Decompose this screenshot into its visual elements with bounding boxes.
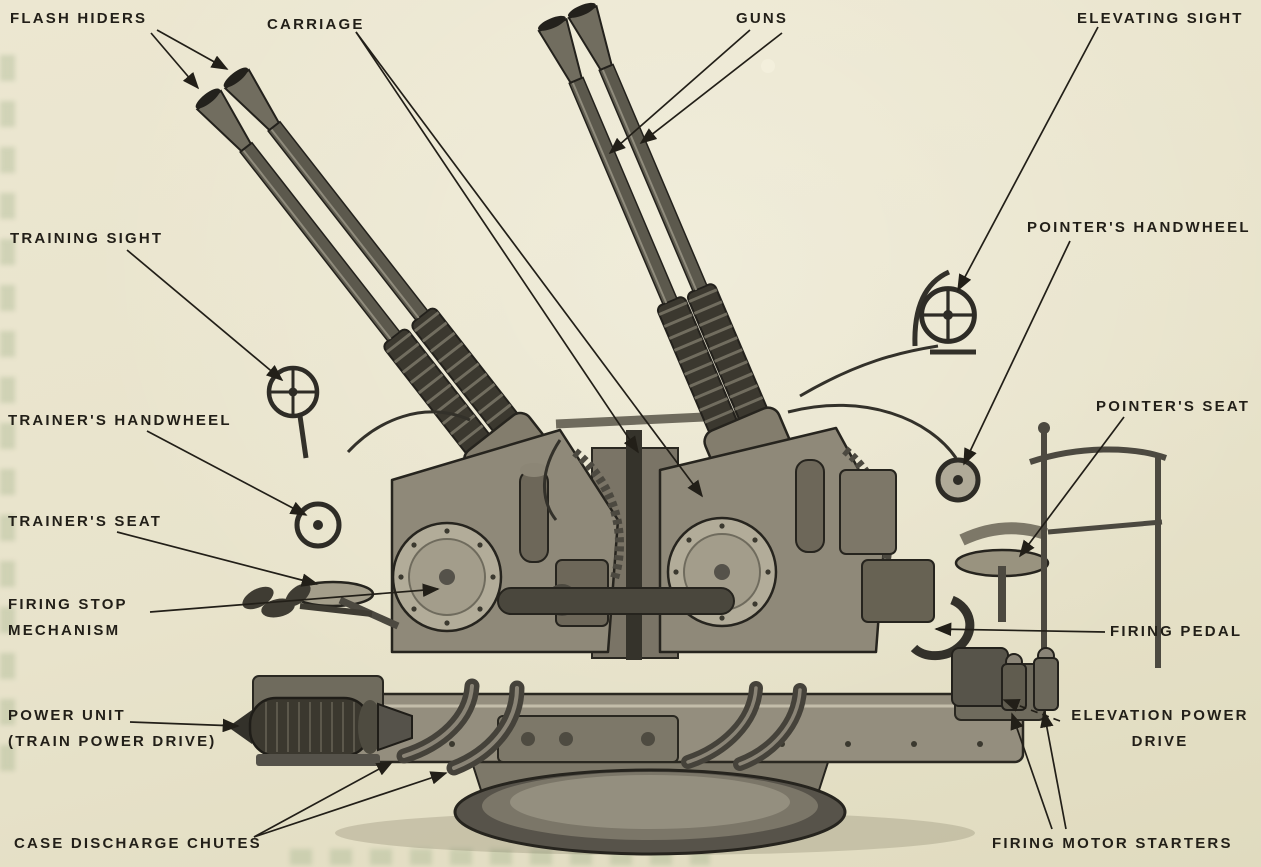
leader-carriage-1 [355,31,639,454]
pointers-handwheel-device [935,457,981,503]
label-carriage: CARRIAGE [267,16,365,33]
firing-pedal-device [910,595,975,661]
elevating-sight-device [912,269,976,355]
leader-power-unit [129,718,240,733]
pointers-seat-device [954,522,1050,622]
leader-case-chutes-1 [253,761,394,838]
label-power-unit: POWER UNIT (TRAIN POWER DRIVE) [8,707,217,750]
leader-trainers-handwheel [146,430,308,516]
leader-pointers-seat [1018,416,1125,558]
leader-elevating-sight [957,26,1099,292]
leader-firing-stop [149,583,440,613]
cables [346,344,958,521]
label-firing-motor-starters: FIRING MOTOR STARTERS [992,835,1233,852]
label-elevation-power-drive: ELEVATION POWER DRIVE [1071,707,1249,750]
firing-motor-starters-device [1001,647,1059,711]
leader-pointers-handwheel [963,240,1071,466]
railing [1029,422,1167,668]
label-pointers-handwheel: POINTER'S HANDWHEEL [1027,219,1251,236]
label-training-sight: TRAINING SIGHT [10,230,164,247]
case-discharge-chutes-device [396,678,807,776]
cross-shaft [497,587,735,615]
label-firing-pedal: FIRING PEDAL [1110,623,1243,640]
label-trainers-handwheel: TRAINER'S HANDWHEEL [8,412,232,429]
paper-speck [761,59,775,73]
label-case-discharge-chutes: CASE DISCHARGE CHUTES [14,835,262,852]
power-unit-device [228,696,413,766]
label-firing-stop-mechanism: FIRING STOP MECHANISM [8,596,128,639]
leader-training-sight [126,249,284,382]
label-trainers-seat: TRAINER'S SEAT [8,513,163,530]
leader-elevation-power-drive [1002,699,1061,722]
label-elevating-sight: ELEVATING SIGHT [1077,10,1244,27]
base-pedestal [335,755,975,856]
leader-guns-2 [639,32,783,145]
label-guns: GUNS [736,10,789,27]
leader-firing-starters-2 [1040,710,1067,830]
leader-guns-1 [608,29,751,155]
right-carriage [658,426,935,654]
label-flash-hiders: FLASH HIDERS [10,10,148,27]
training-sight-device [269,368,317,459]
leader-flash-hiders-1 [150,32,200,90]
leader-lines [116,26,1125,838]
leader-firing-starters-1 [1010,712,1053,830]
leader-carriage-2 [355,31,704,498]
leader-trainers-seat [116,531,319,587]
label-pointers-seat: POINTER'S SEAT [1096,398,1251,415]
trainers-handwheel-device [294,501,342,549]
leader-flash-hiders-2 [156,29,229,70]
leader-firing-pedal [934,622,1106,637]
leader-case-chutes-2 [253,771,448,838]
elevation-power-drive-device [951,647,1009,707]
left-carriage [390,428,625,654]
